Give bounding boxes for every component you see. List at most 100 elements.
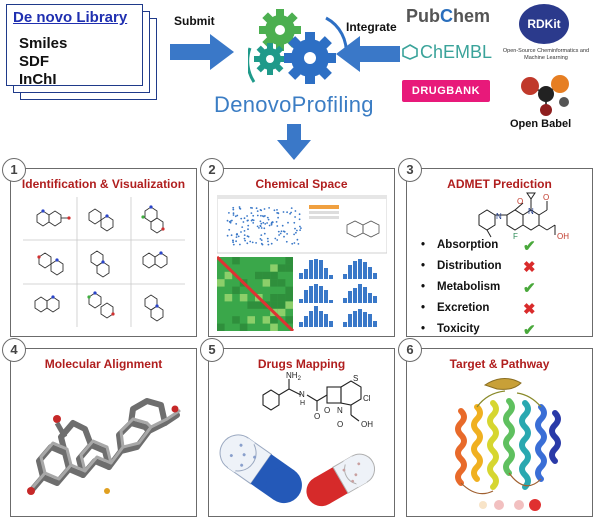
aligned-molecules-image <box>27 398 181 495</box>
histogram-bar <box>348 314 352 327</box>
heatmap-cell <box>270 323 278 331</box>
scatter-point <box>240 231 242 233</box>
scatter-point <box>278 234 280 236</box>
chembl-hex-icon <box>402 44 418 60</box>
histogram-bar <box>343 298 347 303</box>
submit-label: Submit <box>174 14 215 28</box>
scatter-point <box>255 207 258 210</box>
histogram-bar <box>324 268 328 279</box>
gears-logo-icon <box>248 9 348 84</box>
panel-title: Identification & Visualization <box>21 177 186 191</box>
admet-list: • Absorption ✔ • Distribution ✖ • Metabo… <box>421 238 586 344</box>
scatter-point <box>260 214 262 217</box>
scatter-point <box>251 241 254 244</box>
scatter-point <box>294 216 296 218</box>
scatter-point <box>266 222 268 224</box>
scatter-point <box>268 207 270 209</box>
histogram-bar <box>353 311 357 327</box>
scatter-point <box>299 229 301 231</box>
scatter-point <box>267 243 270 246</box>
histogram-bar <box>304 316 308 327</box>
scatter-point <box>283 235 285 238</box>
heatmap-cell <box>255 301 263 309</box>
drug-structure-and-pills: NH2 N H O N S O Cl O OH <box>219 371 376 507</box>
histogram-bar <box>358 284 362 303</box>
histogram-bar <box>304 269 308 279</box>
admet-label: Absorption <box>437 239 499 251</box>
scatter-point <box>263 208 266 210</box>
scatter-point <box>276 225 279 227</box>
scatter-point <box>298 218 301 221</box>
histogram-bar <box>353 261 357 279</box>
cross-icon: ✖ <box>523 301 536 318</box>
scatter-point <box>232 243 235 246</box>
panel-title: Drugs Mapping <box>257 357 346 371</box>
scatter-point <box>244 239 246 242</box>
scatter-point <box>294 227 296 230</box>
scatter-point <box>293 233 295 236</box>
heatmap-cell <box>285 294 293 302</box>
admet-label: Distribution <box>437 260 502 272</box>
histogram-bar <box>368 293 372 303</box>
submit-arrow <box>170 34 234 70</box>
heatmap-cell <box>232 286 240 294</box>
scatter-point <box>237 235 240 238</box>
histogram-bar <box>314 284 318 303</box>
scatter-point <box>282 211 285 213</box>
scatter-point <box>234 215 237 218</box>
scatter-point <box>232 212 235 215</box>
scatter-point <box>247 219 249 222</box>
scatter-point <box>267 240 269 243</box>
scatter-point <box>239 243 241 246</box>
histogram-bar <box>348 291 352 303</box>
panel-admet: ADMET Prediction N N O O OH F • Absorpti… <box>406 168 593 339</box>
histogram-bar <box>353 288 357 303</box>
scatter-point <box>228 220 231 223</box>
scatter-point <box>255 242 257 244</box>
panel-chemical-space: Chemical Space <box>208 168 395 337</box>
scatter-point <box>259 209 262 211</box>
scatter-point <box>259 224 262 227</box>
histogram-bar <box>358 309 362 327</box>
chemical-space-thumbnail <box>217 195 387 331</box>
scatter-point <box>298 213 301 216</box>
scatter-point <box>260 234 263 236</box>
scatter-point <box>300 227 302 229</box>
protein-structure-image <box>455 378 561 511</box>
heatmap-cell <box>262 316 271 324</box>
check-icon: ✔ <box>523 280 536 297</box>
scatter-point <box>267 218 270 221</box>
scatter-point <box>250 212 253 214</box>
atom-o2: O <box>324 406 330 415</box>
scatter-point <box>232 208 235 211</box>
scatter-point <box>281 224 284 227</box>
admet-item-distribution: • Distribution ✖ <box>421 259 586 281</box>
format-inchi: InChI <box>19 71 57 88</box>
panel-title: ADMET Prediction <box>447 177 552 191</box>
pubchem-part-b: C <box>440 6 453 26</box>
heatmap-cell <box>217 279 225 287</box>
histogram-bar <box>373 296 377 303</box>
scatter-point <box>286 233 288 235</box>
scatter-point <box>241 226 244 228</box>
quinolone-structure: N N O O OH F <box>478 192 569 241</box>
scatter-point <box>256 214 259 217</box>
heatmap-cell <box>232 316 240 324</box>
atom-nh2: NH <box>286 371 298 380</box>
atom-oh: OH <box>361 420 373 429</box>
heatmap-cell <box>270 271 278 280</box>
scatter-point <box>238 207 241 210</box>
heatmap-cell <box>239 294 248 302</box>
scatter-point <box>249 240 252 243</box>
scatter-point <box>232 214 235 216</box>
panel-drugs-mapping: Drugs Mapping NH2 N H O N S O Cl O OH <box>208 348 395 517</box>
pubchem-part-a: Pub <box>406 6 440 26</box>
scatter-point <box>266 216 269 219</box>
heatmap-cell <box>247 301 255 309</box>
cross-icon: ✖ <box>523 259 536 276</box>
panel-molecular-alignment: Molecular Alignment <box>10 348 197 517</box>
scatter-point <box>295 231 297 234</box>
scatter-point <box>260 227 263 229</box>
admet-item-absorption: • Absorption ✔ <box>421 238 586 260</box>
scatter-point <box>238 206 241 208</box>
